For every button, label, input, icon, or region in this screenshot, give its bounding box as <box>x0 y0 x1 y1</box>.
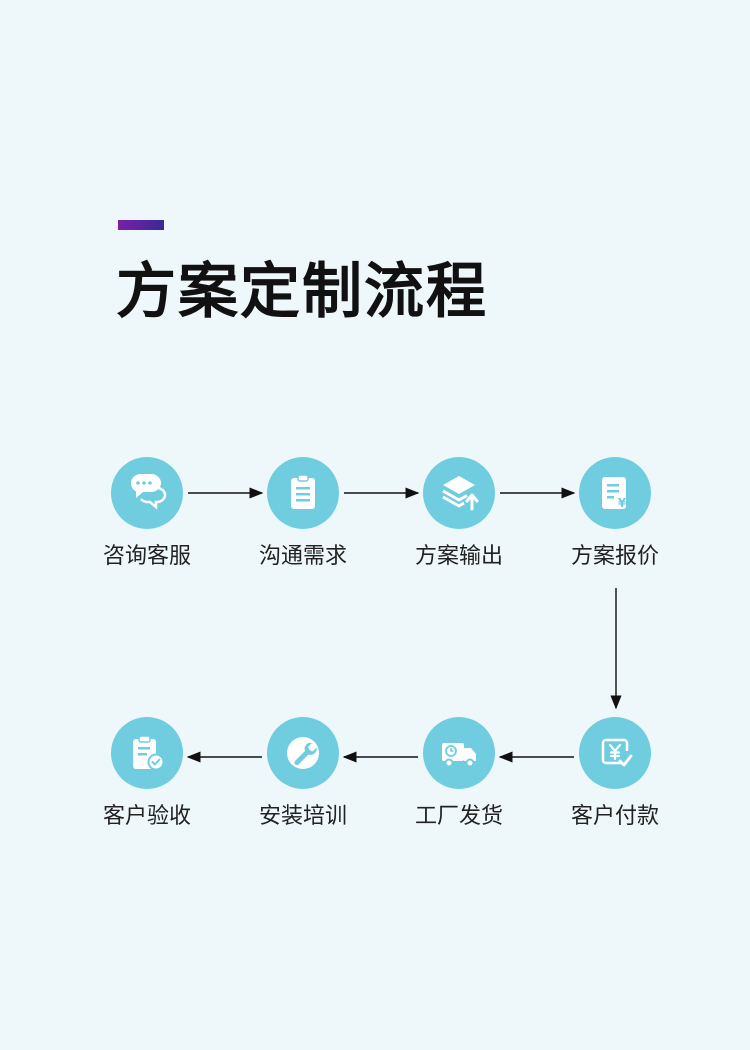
step-communicate: 沟通需求 <box>228 457 378 572</box>
step-label: 客户付款 <box>570 804 659 829</box>
clipboard-list-icon <box>267 457 339 529</box>
step-label: 方案报价 <box>570 544 659 569</box>
yuan-payment-icon <box>579 717 651 789</box>
price-document-icon: ¥ <box>579 457 651 529</box>
wrench-icon <box>267 717 339 789</box>
step-acceptance: 客户验收 <box>72 717 222 832</box>
svg-text:¥: ¥ <box>618 496 627 510</box>
step-label: 客户验收 <box>102 804 191 829</box>
chat-bubbles-icon <box>111 457 183 529</box>
step-quote: ¥ 方案报价 <box>540 457 690 572</box>
step-label: 工厂发货 <box>414 804 503 829</box>
title-accent-bar <box>118 220 164 230</box>
step-solution-output: 方案输出 <box>384 457 534 572</box>
step-label: 沟通需求 <box>258 544 347 569</box>
step-installation: 安装培训 <box>228 717 378 832</box>
step-label: 方案输出 <box>414 544 503 569</box>
step-label: 咨询客服 <box>102 544 191 569</box>
step-consult: 咨询客服 <box>72 457 222 572</box>
delivery-truck-icon <box>423 717 495 789</box>
clipboard-check-icon <box>111 717 183 789</box>
step-label: 安装培训 <box>258 804 347 829</box>
step-payment: 客户付款 <box>540 717 690 832</box>
step-shipping: 工厂发货 <box>384 717 534 832</box>
page-title: 方案定制流程 <box>116 257 488 327</box>
layers-upload-icon <box>423 457 495 529</box>
